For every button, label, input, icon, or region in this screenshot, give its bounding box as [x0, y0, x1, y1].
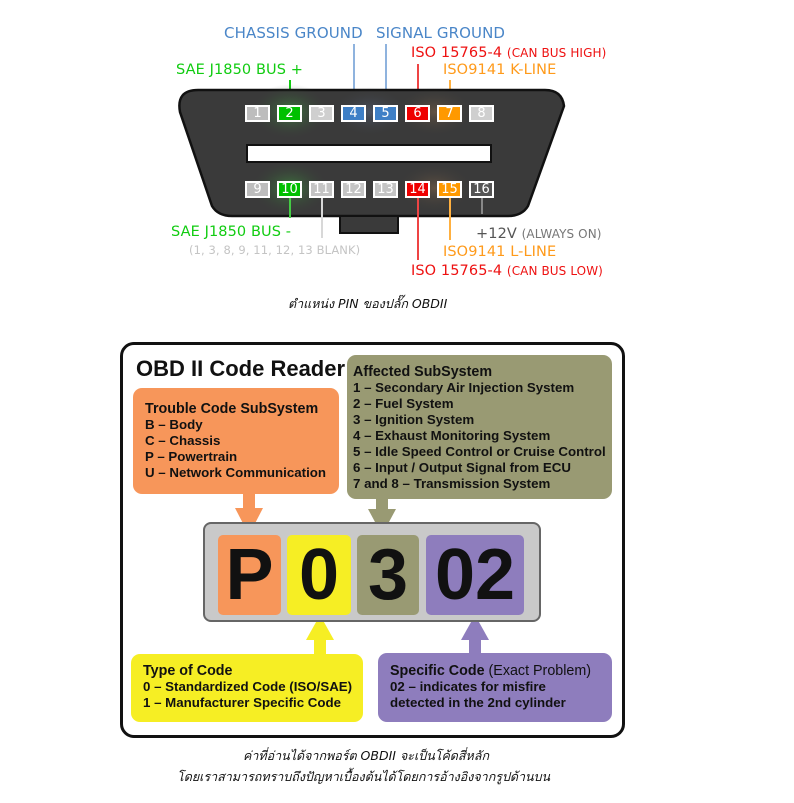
- leader-line-pin-14: [417, 198, 419, 260]
- label-can-high-sub: (CAN BUS HIGH): [506, 46, 607, 60]
- connector-slot: [246, 144, 492, 163]
- type-heading: Type of Code: [143, 663, 233, 679]
- pin-14: 14: [405, 181, 430, 198]
- affected-item: 7 and 8 – Transmission System: [353, 476, 551, 491]
- specific-item: 02 – indicates for misfire: [390, 679, 546, 694]
- specific-heading-sub: (Exact Problem): [488, 663, 592, 679]
- leader-line-pin-16: [481, 198, 483, 214]
- pin-3: 3: [309, 105, 334, 122]
- type-of-code-box: Type of Code 0 – Standardized Code (ISO/…: [131, 654, 363, 722]
- affected-subsystem-box: Affected SubSystem 1 – Secondary Air Inj…: [347, 355, 612, 499]
- label-12v-sub: (ALWAYS ON): [521, 227, 602, 241]
- code-reader-title: OBD II Code Reader: [136, 356, 346, 381]
- trouble-code-box: Trouble Code SubSystem B – Body C – Chas…: [133, 388, 339, 494]
- pin-13: 13: [373, 181, 398, 198]
- label-blank-pins: (1, 3, 8, 9, 11, 12, 13 BLANK): [189, 243, 361, 257]
- code-digit-specific: 02: [426, 535, 524, 615]
- pin-11: 11: [309, 181, 334, 198]
- trouble-code-heading: Trouble Code SubSystem: [145, 401, 319, 417]
- footer-caption-line-2: โดยเราสามารถทราบถึงปัญหาเบื้องต้นได้โดยก…: [177, 769, 551, 784]
- trouble-item: U – Network Communication: [145, 465, 327, 480]
- label-signal-ground: SIGNAL GROUND: [376, 24, 506, 42]
- label-j1850-minus: SAE J1850 BUS -: [171, 224, 292, 240]
- leader-line-pin-5: [385, 44, 387, 102]
- leader-line-pin-6: [417, 64, 419, 102]
- label-can-low-sub: (CAN BUS LOW): [506, 264, 603, 278]
- arrow-type-to-0: [306, 615, 334, 657]
- affected-item: 5 – Idle Speed Control or Cruise Control: [353, 444, 606, 459]
- pin-16: 16: [469, 181, 494, 198]
- label-j1850-plus: SAE J1850 BUS +: [176, 62, 303, 78]
- leader-line-pin-4: [353, 44, 355, 102]
- pin-10: 10: [277, 181, 302, 198]
- pin-5: 5: [373, 105, 398, 122]
- affected-item: 4 – Exhaust Monitoring System: [353, 428, 551, 443]
- specific-item: detected in the 2nd cylinder: [390, 695, 566, 710]
- pin-4: 4: [341, 105, 366, 122]
- code-digit-type: 0: [287, 535, 351, 615]
- pin-1: 1: [245, 105, 270, 122]
- pin-2: 2: [277, 105, 302, 122]
- code-digit-system: P: [218, 535, 281, 615]
- label-can-high: ISO 15765-4 (CAN BUS HIGH): [411, 45, 606, 61]
- connector-caption: ตำแหน่ง PIN ของปลั๊ก OBDII: [288, 296, 448, 311]
- label-l-line: ISO9141 L-LINE: [443, 244, 557, 260]
- label-12v: +12V (ALWAYS ON): [476, 226, 602, 242]
- label-can-low: ISO 15765-4 (CAN BUS LOW): [411, 263, 603, 279]
- code-digit-subsystem: 3: [357, 535, 419, 615]
- affected-item: 6 – Input / Output Signal from ECU: [353, 460, 571, 475]
- leader-line-pin-15: [449, 198, 451, 240]
- arrow-specific-to-02: [461, 615, 489, 655]
- affected-item: 2 – Fuel System: [353, 396, 454, 411]
- pin-12: 12: [341, 181, 366, 198]
- pin-6: 6: [405, 105, 430, 122]
- trouble-item: B – Body: [145, 417, 203, 432]
- leader-line-pin-10: [289, 198, 291, 218]
- specific-heading: Specific Code (Exact Problem): [390, 663, 612, 679]
- pin-15: 15: [437, 181, 462, 198]
- pin-8: 8: [469, 105, 494, 122]
- pin-7: 7: [437, 105, 462, 122]
- affected-item: 1 – Secondary Air Injection System: [353, 380, 575, 395]
- label-can-low-main: ISO 15765-4: [411, 263, 503, 279]
- trouble-item: P – Powertrain: [145, 449, 238, 464]
- arrow-trouble-to-p: [235, 494, 263, 535]
- specific-code-box: Specific Code (Exact Problem) 02 – indic…: [378, 653, 612, 722]
- footer-caption-line-1: ค่าที่อ่านได้จากพอร์ต OBDII จะเป็นโค้ดสี…: [243, 748, 490, 763]
- type-item: 1 – Manufacturer Specific Code: [143, 695, 342, 710]
- label-can-high-main: ISO 15765-4: [411, 45, 503, 61]
- leader-line-pin-11: [321, 198, 323, 238]
- label-chassis-ground: CHASSIS GROUND: [224, 24, 363, 42]
- label-k-line: ISO9141 K-LINE: [443, 62, 557, 78]
- affected-heading: Affected SubSystem: [353, 364, 493, 380]
- type-item: 0 – Standardized Code (ISO/SAE): [143, 679, 353, 694]
- pin-9: 9: [245, 181, 270, 198]
- specific-heading-main: Specific Code: [390, 663, 485, 679]
- affected-item: 3 – Ignition System: [353, 412, 475, 427]
- label-12v-main: +12V: [476, 226, 517, 242]
- trouble-item: C – Chassis: [145, 433, 221, 448]
